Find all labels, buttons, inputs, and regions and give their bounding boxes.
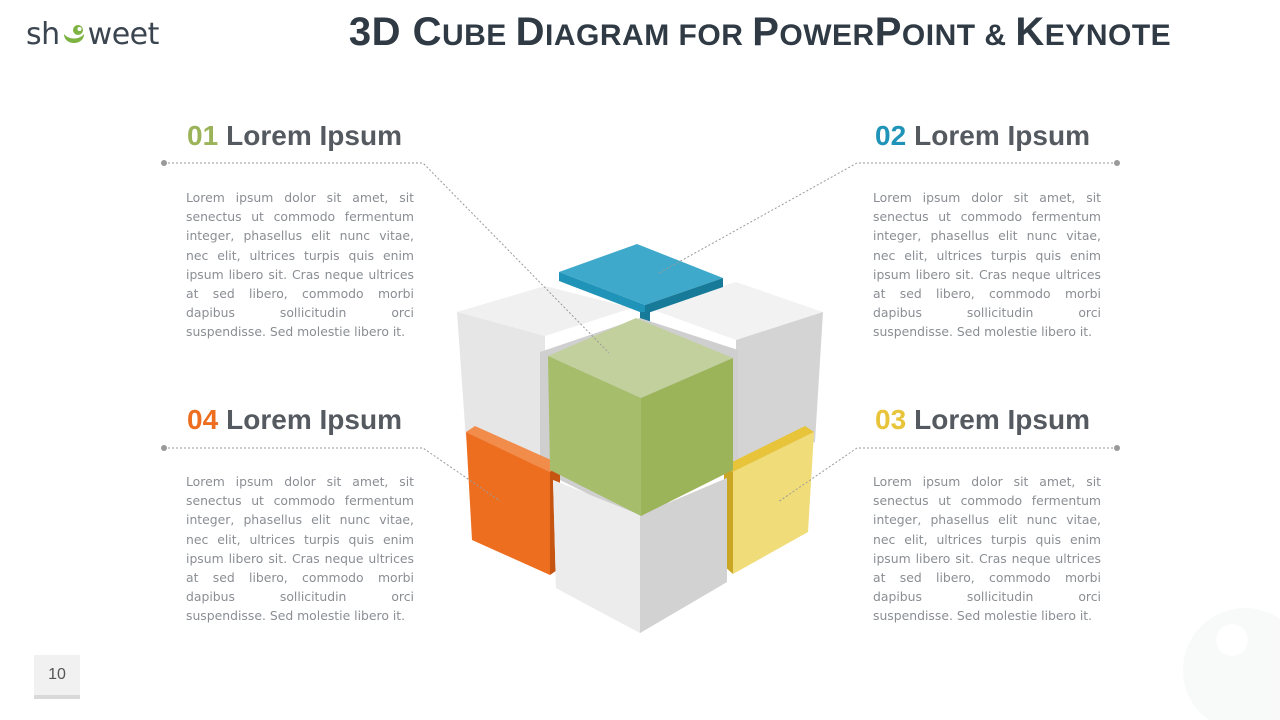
item-02-title: Lorem Ipsum: [914, 120, 1090, 151]
item-02-text: Lorem ipsum dolor sit amet, sit senectus…: [873, 190, 1101, 340]
leader-line-04: [164, 447, 501, 502]
title-part: EYNOTE: [1044, 19, 1172, 52]
leader-line-02: [658, 162, 1117, 274]
title-part: UBE: [441, 19, 516, 52]
title-part: D: [515, 10, 546, 54]
item-03-text: Lorem ipsum dolor sit amet, sit senectus…: [873, 474, 1101, 624]
item-04-number: 04: [187, 404, 219, 435]
title-part: P: [874, 10, 902, 54]
item-01-number: 01: [187, 120, 219, 151]
item-03-number: 03: [875, 404, 907, 435]
title-part: OINT &: [901, 19, 1016, 52]
item-04-text: Lorem ipsum dolor sit amet, sit senectus…: [186, 474, 414, 624]
cube-block-top-blue: [559, 244, 723, 322]
cube-block-bottom-front: [553, 478, 727, 633]
title-part: K: [1015, 10, 1045, 54]
title-part: 3D: [348, 10, 413, 54]
title-part: OWER: [779, 19, 875, 52]
logo-text-left: sh: [26, 16, 60, 52]
title-part: C: [412, 10, 442, 54]
cube-block-green: [548, 318, 733, 516]
page-number: 10: [34, 655, 80, 699]
showeet-logo: sh weet: [26, 14, 159, 54]
item-01-text: Lorem ipsum dolor sit amet, sit senectus…: [186, 190, 414, 340]
leader-line-03: [777, 447, 1117, 503]
item-01-title: Lorem Ipsum: [226, 120, 402, 151]
leader-dot-04: [161, 445, 167, 451]
item-04-title: Lorem Ipsum: [226, 404, 402, 435]
item-02-number: 02: [875, 120, 907, 151]
item-03-title: Lorem Ipsum: [914, 404, 1090, 435]
title-part: P: [752, 10, 780, 54]
logo-text-right: weet: [87, 16, 160, 52]
leader-line-01: [164, 162, 610, 354]
watermark-leaf-icon: [1183, 608, 1280, 720]
cube-block-yellow: [724, 426, 814, 574]
slide-title: 3D CUBE DIAGRAM FOR POWERPOINT & KEYNOTE: [300, 10, 1220, 55]
leader-dot-01: [161, 160, 167, 166]
leader-dot-03: [1114, 445, 1120, 451]
logo-leaf-icon: [63, 25, 84, 43]
leader-dot-02: [1114, 160, 1120, 166]
title-part: IAGRAM FOR: [545, 19, 753, 52]
